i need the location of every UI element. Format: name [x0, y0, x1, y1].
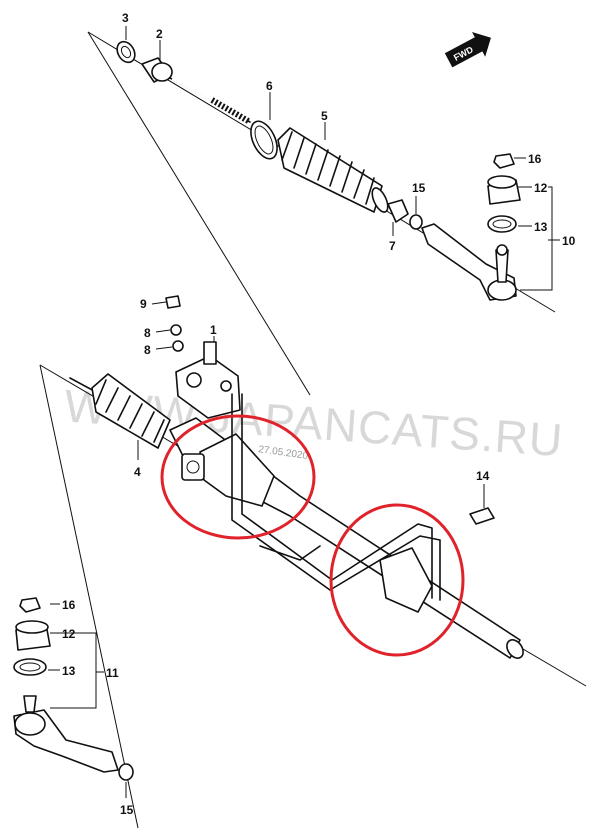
mounting-bracket-right — [379, 547, 433, 613]
highlight-circle-left — [160, 414, 316, 540]
callout-12-lower: 12 — [62, 627, 76, 641]
highlight-circle-right — [329, 503, 465, 657]
callouts: 3 2 6 5 15 7 16 12 13 10 9 8 8 1 4 14 16… — [62, 11, 576, 817]
callout-7: 7 — [389, 239, 396, 253]
mounting-bolt-part-14 — [469, 507, 495, 525]
callout-12-upper: 12 — [534, 181, 548, 195]
rack-housing-assembly — [69, 295, 524, 659]
callout-16-lower: 16 — [62, 598, 76, 612]
seal-ring-part-13-lower — [13, 658, 47, 676]
nut-part-15-lower — [118, 763, 134, 781]
callout-16-upper: 16 — [528, 152, 542, 166]
callout-11: 11 — [106, 666, 119, 680]
gear-valve-body-part-1 — [175, 341, 241, 419]
seal-ring-part-13-upper — [487, 215, 517, 233]
fittings-parts-8-9 — [165, 295, 184, 352]
callout-13-upper: 13 — [534, 220, 548, 234]
nut-part-16-upper — [493, 153, 515, 169]
rack-boot-part-5 — [277, 127, 389, 213]
callout-2: 2 — [156, 27, 163, 41]
nut-part-15-upper — [409, 214, 423, 230]
tie-rod-end-part-10 — [421, 223, 517, 301]
o-ring-part-6 — [250, 120, 278, 160]
callout-10: 10 — [562, 234, 576, 248]
inner-tie-rod-part-2 — [141, 57, 252, 125]
tie-rod-end-part-11 — [13, 695, 119, 773]
boot-clamp-part-7 — [387, 199, 409, 223]
mounting-bracket-left — [199, 433, 275, 507]
callout-6: 6 — [266, 79, 273, 93]
nut-part-16-lower — [19, 597, 41, 613]
lower-tie-rod-assembly — [13, 597, 134, 781]
callout-14: 14 — [476, 469, 490, 483]
leader-lines — [48, 26, 560, 798]
callout-5: 5 — [321, 109, 328, 123]
callout-9: 9 — [140, 297, 147, 311]
callout-8-a: 8 — [144, 326, 151, 340]
upper-tie-rod-assembly — [116, 40, 521, 301]
callout-8-b: 8 — [144, 343, 151, 357]
callout-1: 1 — [210, 323, 217, 337]
lock-washer-part-3 — [116, 40, 136, 64]
callout-15-lower: 15 — [120, 803, 134, 817]
fwd-arrow-icon: FWD — [444, 32, 491, 68]
callout-13-lower: 13 — [62, 664, 76, 678]
callout-4: 4 — [134, 465, 141, 479]
rack-boot-part-4 — [69, 373, 171, 449]
callout-15-upper: 15 — [412, 181, 426, 195]
callout-3: 3 — [122, 11, 129, 25]
